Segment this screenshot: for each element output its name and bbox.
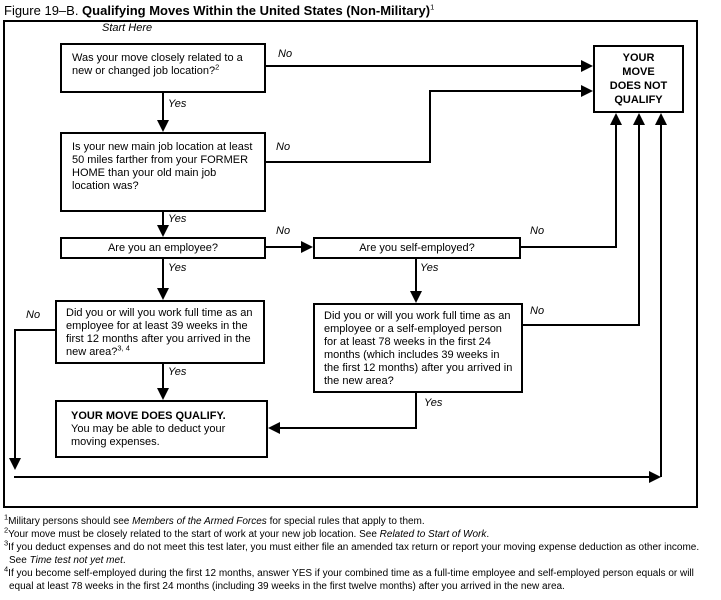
q3-yes-line bbox=[162, 259, 164, 289]
q1-no-label: No bbox=[278, 48, 293, 60]
q5-no-line-bottom bbox=[14, 476, 650, 478]
q6-no-arrowhead bbox=[633, 113, 645, 125]
figure-title: Figure 19–B. Qualifying Moves Within the… bbox=[4, 3, 434, 18]
q2-no-line-h1 bbox=[266, 161, 431, 163]
footnote-3-italic: Time test not yet met bbox=[29, 555, 123, 566]
q5-no-line-v1 bbox=[14, 329, 16, 460]
box-move-does-not-qualify-text: YOUR MOVE DOES NOT QUALIFY bbox=[609, 52, 668, 106]
q4-yes-label: Yes bbox=[420, 262, 439, 274]
figure-title-main: Qualifying Moves Within the United State… bbox=[82, 3, 431, 18]
q6-yes-arrowhead bbox=[268, 422, 280, 434]
q1-yes-label: Yes bbox=[168, 98, 187, 110]
footnote-1-sup: 1 bbox=[4, 512, 9, 522]
q4-no-line-h bbox=[521, 246, 617, 248]
q5-no-line-h1 bbox=[14, 329, 56, 331]
q2-yes-arrowhead bbox=[157, 225, 169, 237]
footnote-1-post: for special rules that apply to them. bbox=[266, 516, 425, 527]
footnotes: 1Military persons should see Members of … bbox=[4, 512, 718, 593]
footnote-2-text: Your move must be closely related to the… bbox=[8, 529, 380, 540]
box-question-78-weeks: Did you or will you work full time as an… bbox=[313, 303, 523, 393]
box-question-employee: Are you an employee? bbox=[60, 237, 266, 259]
footnote-2: 2Your move must be closely related to th… bbox=[4, 525, 718, 541]
q6-yes-line-v bbox=[415, 393, 417, 429]
footnote-2-post: . bbox=[486, 529, 490, 540]
q3-no-label: No bbox=[276, 225, 291, 237]
q2-no-label: No bbox=[276, 141, 291, 153]
footnote-4-sup: 4 bbox=[4, 564, 9, 574]
q3-no-line bbox=[266, 246, 302, 248]
q5-no-arrowhead-up bbox=[655, 113, 667, 125]
q1-yes-arrowhead bbox=[157, 120, 169, 132]
q2-no-line-h2 bbox=[429, 90, 581, 92]
q1-yes-line bbox=[162, 93, 164, 122]
box-question-39-weeks-sup: 3, 4 bbox=[117, 343, 130, 353]
q5-no-arrowhead-right bbox=[649, 471, 661, 483]
box-question-50-miles-text: Is your new main job location at least 5… bbox=[72, 141, 253, 192]
box-question-39-weeks-text: Did you or will you work full time as an… bbox=[66, 307, 253, 358]
start-here-label: Start Here bbox=[102, 22, 153, 34]
q5-no-label: No bbox=[26, 309, 41, 321]
footnote-3-sup: 3 bbox=[4, 538, 9, 548]
footnote-4-text: If you become self-employed during the f… bbox=[8, 568, 694, 592]
q3-no-arrowhead bbox=[301, 241, 313, 253]
q4-yes-arrowhead bbox=[410, 291, 422, 303]
box-question-39-weeks: Did you or will you work full time as an… bbox=[55, 300, 265, 364]
figure-title-superscript: 1 bbox=[430, 2, 435, 12]
footnote-4: 4If you become self-employed during the … bbox=[4, 564, 718, 593]
box-question-job-related: Was your move closely related to a new o… bbox=[60, 43, 266, 93]
q2-no-arrowhead bbox=[581, 85, 593, 97]
q2-yes-label: Yes bbox=[168, 213, 187, 225]
box-question-job-related-sup: 2 bbox=[215, 62, 220, 72]
q5-yes-line bbox=[162, 364, 164, 389]
q2-no-line-v bbox=[429, 91, 431, 163]
q6-no-line-h bbox=[521, 324, 640, 326]
q6-yes-line-h bbox=[280, 427, 417, 429]
box-question-78-weeks-text: Did you or will you work full time as an… bbox=[324, 310, 513, 387]
box-question-job-related-text: Was your move closely related to a new o… bbox=[72, 52, 243, 77]
flowchart-frame bbox=[3, 20, 698, 508]
figure-title-prefix: Figure 19–B. bbox=[4, 3, 83, 18]
q3-yes-arrowhead bbox=[157, 288, 169, 300]
footnote-2-sup: 2 bbox=[4, 525, 9, 535]
box-move-qualifies-title: YOUR MOVE DOES QUALIFY. bbox=[71, 410, 226, 422]
box-move-qualifies-text: You may be able to deduct your moving ex… bbox=[71, 423, 226, 448]
q4-no-label: No bbox=[530, 225, 545, 237]
q4-yes-line bbox=[415, 259, 417, 292]
footnote-1: 1Military persons should see Members of … bbox=[4, 512, 718, 528]
footnote-3-post: . bbox=[122, 555, 126, 566]
q5-no-arrowhead-down bbox=[9, 458, 21, 470]
box-question-50-miles: Is your new main job location at least 5… bbox=[60, 132, 266, 212]
box-question-self-employed-text: Are you self-employed? bbox=[359, 241, 475, 254]
footnote-1-italic: Members of the Armed Forces bbox=[132, 516, 267, 527]
box-move-qualifies: YOUR MOVE DOES QUALIFY. You may be able … bbox=[55, 400, 268, 458]
q1-no-line bbox=[266, 65, 586, 67]
q1-no-arrowhead bbox=[581, 60, 593, 72]
q2-yes-line bbox=[162, 212, 164, 226]
q5-yes-arrowhead bbox=[157, 388, 169, 400]
q6-no-label: No bbox=[530, 305, 545, 317]
box-question-self-employed: Are you self-employed? bbox=[313, 237, 521, 259]
box-move-does-not-qualify: YOUR MOVE DOES NOT QUALIFY bbox=[593, 45, 684, 113]
q5-no-line-v2 bbox=[660, 124, 662, 477]
q4-no-line-v bbox=[615, 124, 617, 248]
q6-no-line-v bbox=[638, 124, 640, 326]
box-question-employee-text: Are you an employee? bbox=[107, 241, 219, 254]
q5-yes-label: Yes bbox=[168, 366, 187, 378]
footnote-1-text: Military persons should see bbox=[8, 516, 133, 527]
footnote-2-italic: Related to Start of Work bbox=[379, 529, 487, 540]
footnote-3: 3If you deduct expenses and do not meet … bbox=[4, 538, 718, 567]
footnote-3-text: If you deduct expenses and do not meet t… bbox=[8, 542, 700, 566]
q4-no-arrowhead bbox=[610, 113, 622, 125]
q6-yes-label: Yes bbox=[424, 397, 443, 409]
q3-yes-label: Yes bbox=[168, 262, 187, 274]
